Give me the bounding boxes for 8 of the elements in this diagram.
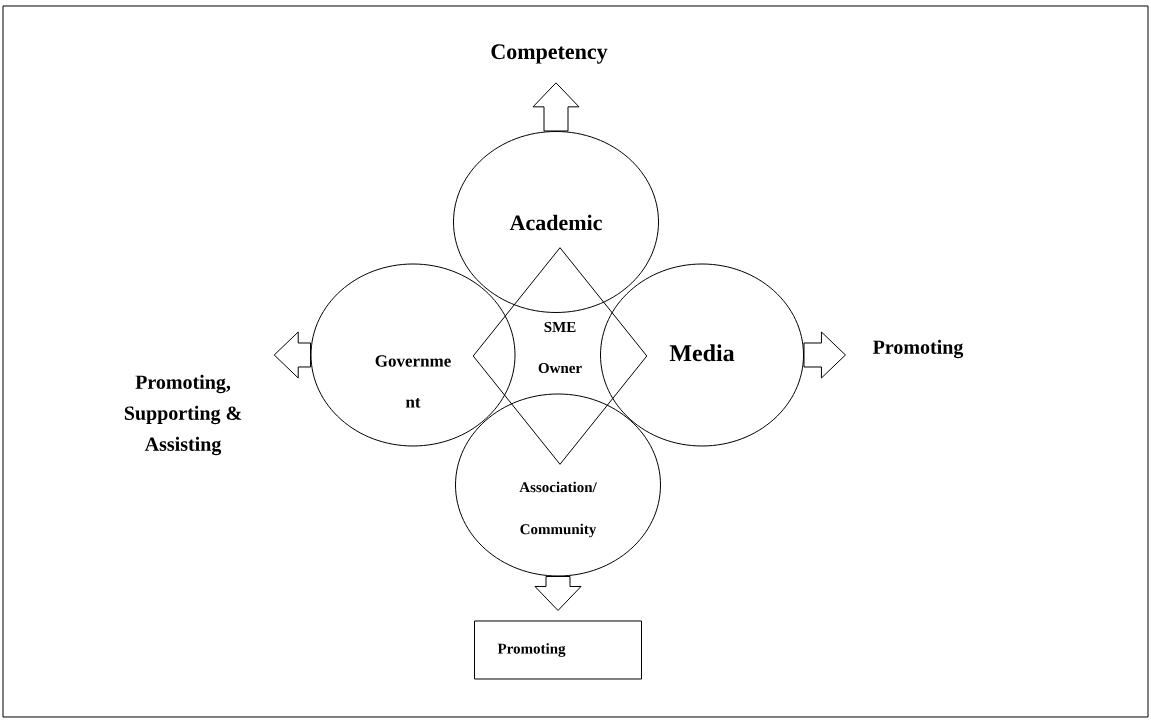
block-arrow <box>273 331 311 379</box>
label-text: Competency <box>491 44 608 64</box>
block-arrow <box>803 331 846 379</box>
block-arrow <box>532 82 580 132</box>
label-text: Promoting, Supporting & Assisting <box>124 374 242 456</box>
label-text: Promoting <box>873 339 964 359</box>
text-box: Promoting <box>474 620 642 680</box>
block-arrow <box>534 576 582 611</box>
